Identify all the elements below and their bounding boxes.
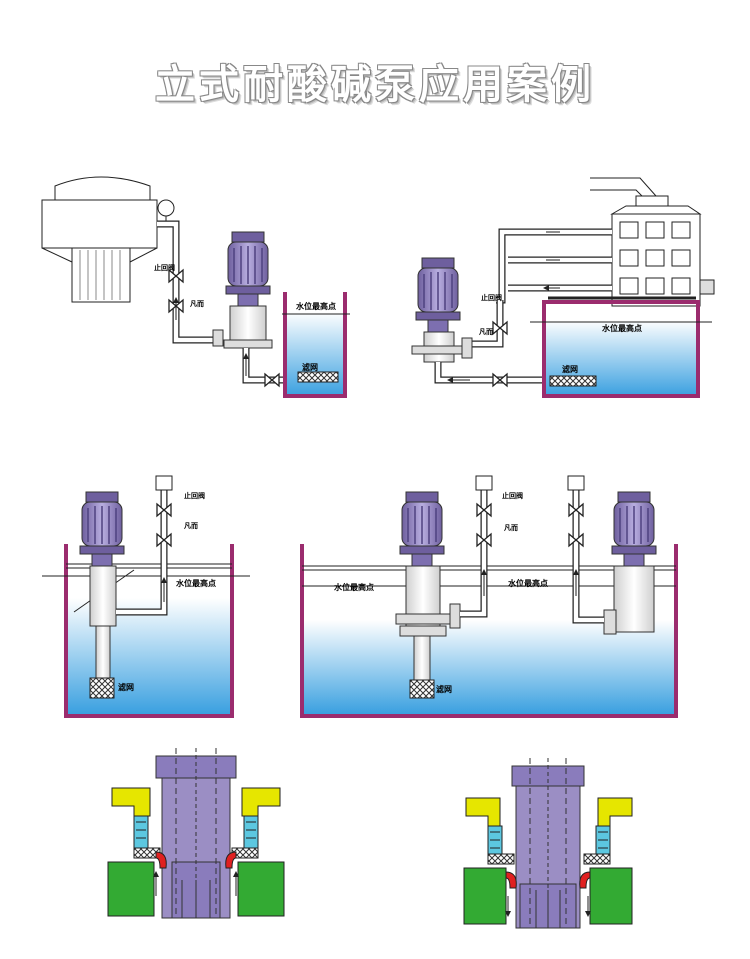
d4-water-level-label-right: 水位最高点 — [507, 578, 548, 588]
d2-filter-label: 滤网 — [562, 364, 578, 374]
seal-cross-section-right — [463, 758, 633, 929]
d2-water-level-label: 水位最高点 — [601, 323, 642, 333]
d4-water-level-label-left: 水位最高点 — [333, 582, 374, 592]
d3-check-valve-label: 止回阀 — [184, 491, 205, 500]
d2-gate-valve-label: 凡而 — [479, 328, 493, 336]
d1-gate-valve-label: 凡而 — [190, 300, 204, 308]
page-title: 立式耐酸碱泵应用案例 — [155, 62, 595, 108]
d4-gate-valve-label-left: 凡而 — [504, 524, 518, 532]
diagram-2-tower-system: 止回阀 凡而 水位最高点 滤网 — [411, 177, 715, 398]
d3-filter-label: 滤网 — [118, 682, 134, 692]
d4-filter-label: 滤网 — [436, 684, 452, 694]
d1-filter-label: 滤网 — [302, 362, 318, 372]
seal-cross-section-left — [107, 748, 285, 919]
d3-water-level-label: 水位最高点 — [175, 578, 216, 588]
d4-check-valve-label-left: 止回阀 — [502, 491, 523, 500]
d3-gate-valve-label: 凡而 — [184, 522, 198, 530]
d1-water-level-label: 水位最高点 — [295, 301, 336, 311]
diagram-4-dual-pump-tank: 止回阀 凡而 水位最高点 水位最高点 滤网 — [300, 475, 678, 718]
d1-check-valve-label: 止回阀 — [154, 263, 175, 272]
d2-check-valve-label: 止回阀 — [481, 293, 502, 302]
diagram-3-in-tank-pump: 止回阀 凡而 水位最高点 滤网 — [42, 475, 250, 718]
diagram-1-scrubber-system: 止回阀 凡而 水位最高点 滤网 — [41, 176, 350, 398]
